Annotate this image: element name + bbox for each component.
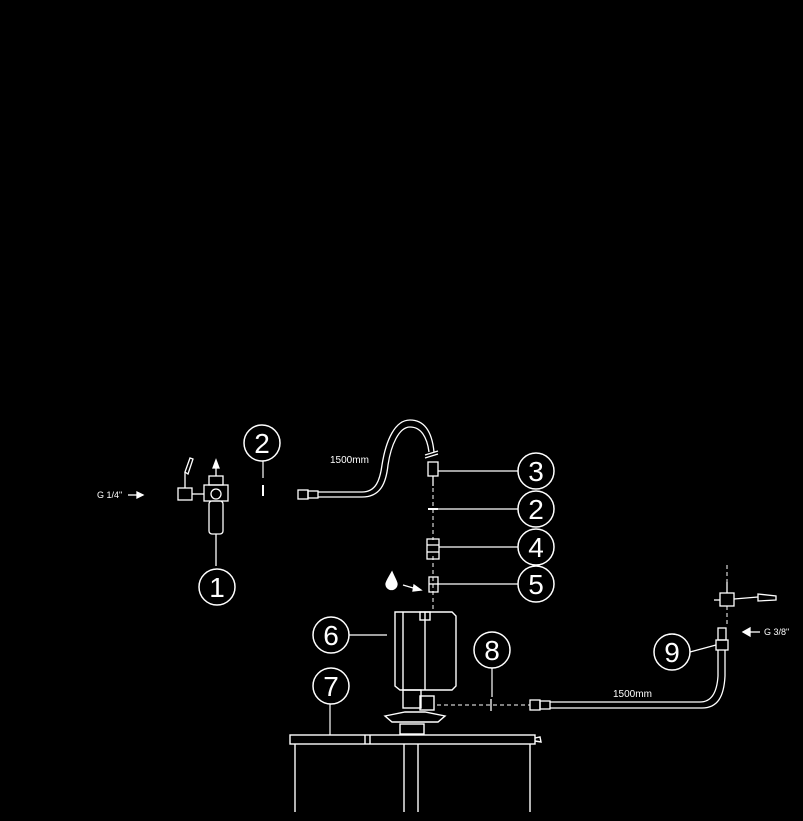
callout-leaders [262,461,717,735]
callout-9: 9 [653,633,691,671]
svg-text:8: 8 [484,635,500,666]
oil-drop-icon [385,570,423,592]
outlet-thread-label: G 3/8" [764,627,789,637]
callout-8: 8 [473,631,511,669]
callout-2-right: 2 [517,490,555,528]
callout-2-upper: 2 [243,424,281,462]
hose-length-label-lower: 1500mm [613,689,652,700]
svg-text:6: 6 [323,620,339,651]
svg-text:3: 3 [528,456,544,487]
hose-length-label-upper: 1500mm [330,455,369,466]
callout-6: 6 [312,616,350,654]
lower-hose [490,627,729,711]
svg-text:5: 5 [528,569,544,600]
callout-5: 5 [517,565,555,603]
upper-hose [297,419,439,500]
svg-text:2: 2 [254,428,270,459]
inlet-thread-label: G 1/4" [97,490,122,500]
svg-text:7: 7 [323,671,339,702]
svg-text:9: 9 [664,637,680,668]
outlet-valve [714,582,777,638]
callout-7: 7 [312,667,350,705]
drum-container [289,734,542,812]
svg-text:1: 1 [209,572,225,603]
adapter-fitting [426,538,440,560]
callout-3: 3 [517,452,555,490]
pump-unit [383,611,457,735]
callout-1: 1 [198,568,236,606]
svg-text:4: 4 [528,532,544,563]
air-filter-regulator [128,457,229,566]
callout-4: 4 [517,528,555,566]
svg-text:2: 2 [528,494,544,525]
